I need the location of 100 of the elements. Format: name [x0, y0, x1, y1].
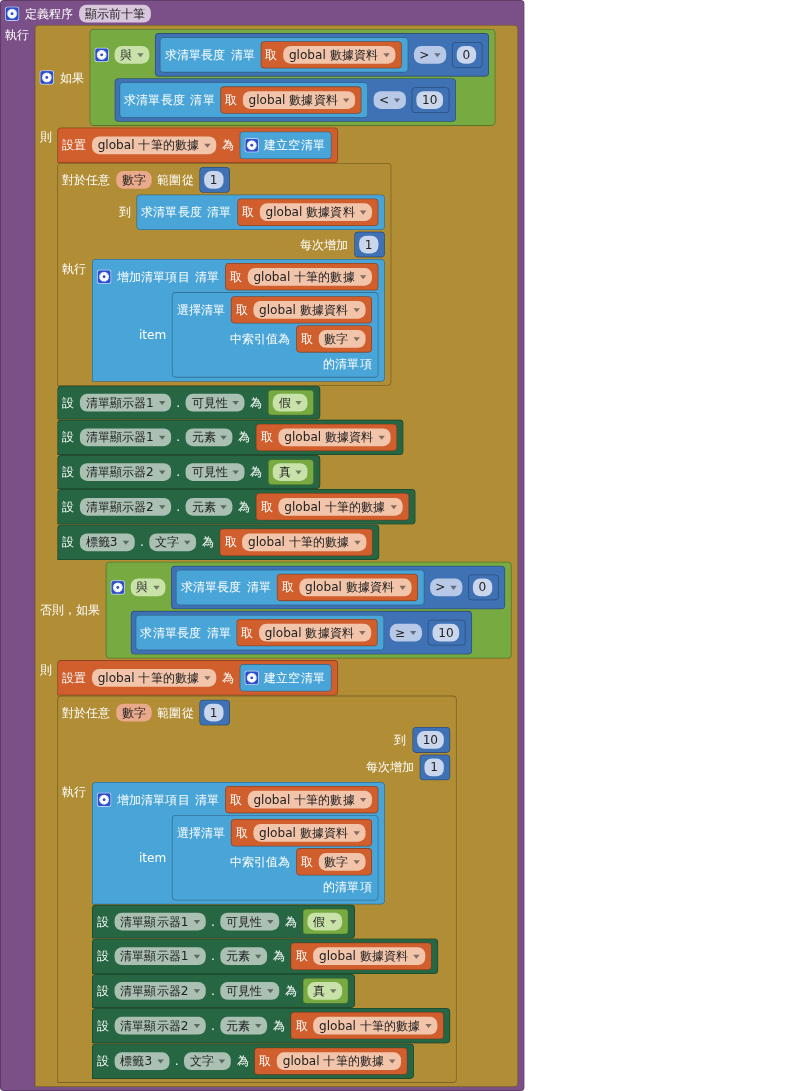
dropdown-field: global 十筆的數據 — [242, 533, 367, 552]
set-variable-block — [57, 660, 338, 696]
input-field: 顯示前十筆 — [79, 4, 151, 23]
block-label: 為 — [202, 534, 215, 552]
input-field: 10 — [416, 91, 444, 109]
block-label: 求清單長度 — [140, 624, 201, 642]
dropdown-field: > — [413, 46, 447, 64]
boolean-block — [268, 389, 315, 416]
dropdown-field: global 數據資料 — [259, 623, 371, 642]
block-label: 取 — [295, 948, 308, 966]
get-variable-block — [236, 618, 378, 647]
number-block — [354, 231, 385, 258]
get-variable-block — [219, 528, 373, 556]
block-label: 取 — [265, 46, 278, 65]
block-label: . — [176, 394, 181, 412]
get-variable-block — [254, 1047, 408, 1075]
dropdown-field: global 數據資料 — [313, 947, 426, 966]
block-label: 求清單長度 — [141, 203, 202, 222]
boolean-block — [268, 459, 315, 485]
dropdown-field: 與 — [130, 578, 166, 597]
dropdown-field: 標籤3 — [114, 1052, 170, 1070]
block-label: 為 — [273, 1017, 286, 1035]
dropdown-field: 可見性 — [220, 912, 280, 931]
block-label: 取 — [241, 624, 254, 642]
block-label: 對於任意 — [62, 704, 111, 722]
number-block — [451, 41, 483, 68]
block-label: 為 — [238, 498, 251, 517]
block-label: 取 — [224, 534, 237, 552]
block-label: . — [176, 429, 181, 447]
number-block — [199, 699, 230, 726]
dropdown-field: 清單顯示器1 — [79, 428, 171, 447]
input-field: 1 — [359, 235, 379, 254]
create-empty-list-block — [239, 664, 332, 692]
block-label: 增加清單項目 — [117, 791, 190, 809]
dropdown-field: global 十筆的數據 — [247, 790, 372, 809]
component-setter-block — [57, 419, 404, 456]
compare-block — [130, 610, 473, 655]
block-label: . — [211, 913, 215, 931]
select-list-item-block — [171, 292, 379, 378]
block-label: 取 — [230, 791, 243, 809]
block-label: 清單 — [190, 91, 215, 110]
block-label: 設 — [96, 913, 109, 931]
block-label: 取 — [235, 824, 248, 843]
block-label: 設 — [96, 1052, 109, 1071]
get-variable-block — [290, 1011, 444, 1040]
select-list-item-block — [171, 815, 379, 901]
dropdown-field: 文字 — [149, 533, 197, 552]
block-label: 為 — [236, 1052, 249, 1071]
input-field: 1 — [424, 758, 444, 777]
block-label: 取 — [225, 91, 238, 110]
block-label: 為 — [250, 394, 263, 412]
dropdown-field: > — [429, 578, 463, 597]
block-label: . — [211, 1017, 215, 1035]
block-label: 設 — [96, 982, 109, 1001]
dropdown-field: 假 — [273, 393, 308, 412]
dropdown-field: 可見性 — [185, 393, 245, 412]
logic-and-block — [105, 561, 512, 659]
block-label: 到 — [394, 731, 407, 750]
number-block — [427, 619, 466, 646]
dropdown-field: 數字 — [318, 330, 366, 348]
block-label: 取 — [259, 1052, 272, 1071]
block-label: 執行 — [4, 26, 30, 44]
dropdown-field: global 十筆的數據 — [313, 1016, 438, 1035]
block-label: 執行 — [62, 260, 87, 278]
get-variable-block — [260, 41, 402, 69]
get-variable-block — [295, 325, 372, 353]
component-setter-block — [92, 974, 356, 1008]
block-label: 為 — [273, 948, 286, 966]
dropdown-field: 清單顯示器2 — [114, 982, 206, 1000]
dropdown-field: 元素 — [185, 497, 233, 516]
block-label: 每次增加 — [365, 759, 415, 777]
block-label: 取 — [260, 498, 273, 517]
block-label: 取 — [260, 429, 273, 447]
block-label: 求清單長度 — [124, 91, 185, 110]
get-variable-block — [220, 86, 362, 114]
block-label: 設 — [62, 463, 75, 482]
block-label: 執行 — [62, 783, 87, 801]
dropdown-field: global 數據資料 — [259, 203, 372, 222]
block-label: 建立空清單 — [264, 137, 325, 155]
block-label: 清單 — [207, 203, 232, 222]
component-setter-block — [92, 1043, 414, 1079]
dropdown-field: global 十筆的數據 — [247, 267, 372, 286]
list-length-block — [175, 569, 425, 606]
block-label: 中索引值為 — [229, 330, 291, 349]
block-label: 範圍從 — [157, 171, 194, 190]
create-empty-list-block — [239, 131, 332, 159]
block-label: item — [138, 326, 167, 345]
block-label: . — [211, 948, 215, 966]
block-label: 取 — [235, 301, 248, 320]
list-length-block — [159, 37, 408, 73]
block-label: 設 — [62, 394, 75, 412]
set-variable-block — [57, 127, 338, 163]
block-label: 增加清單項目 — [117, 268, 190, 287]
block-label: 設 — [62, 534, 75, 552]
number-block — [468, 574, 499, 601]
block-label: 清單 — [206, 624, 231, 642]
block-label: 範圍從 — [157, 704, 194, 722]
block-label: item — [138, 849, 167, 868]
dropdown-field: 真 — [307, 982, 343, 1000]
block-label: 對於任意 — [62, 171, 111, 190]
